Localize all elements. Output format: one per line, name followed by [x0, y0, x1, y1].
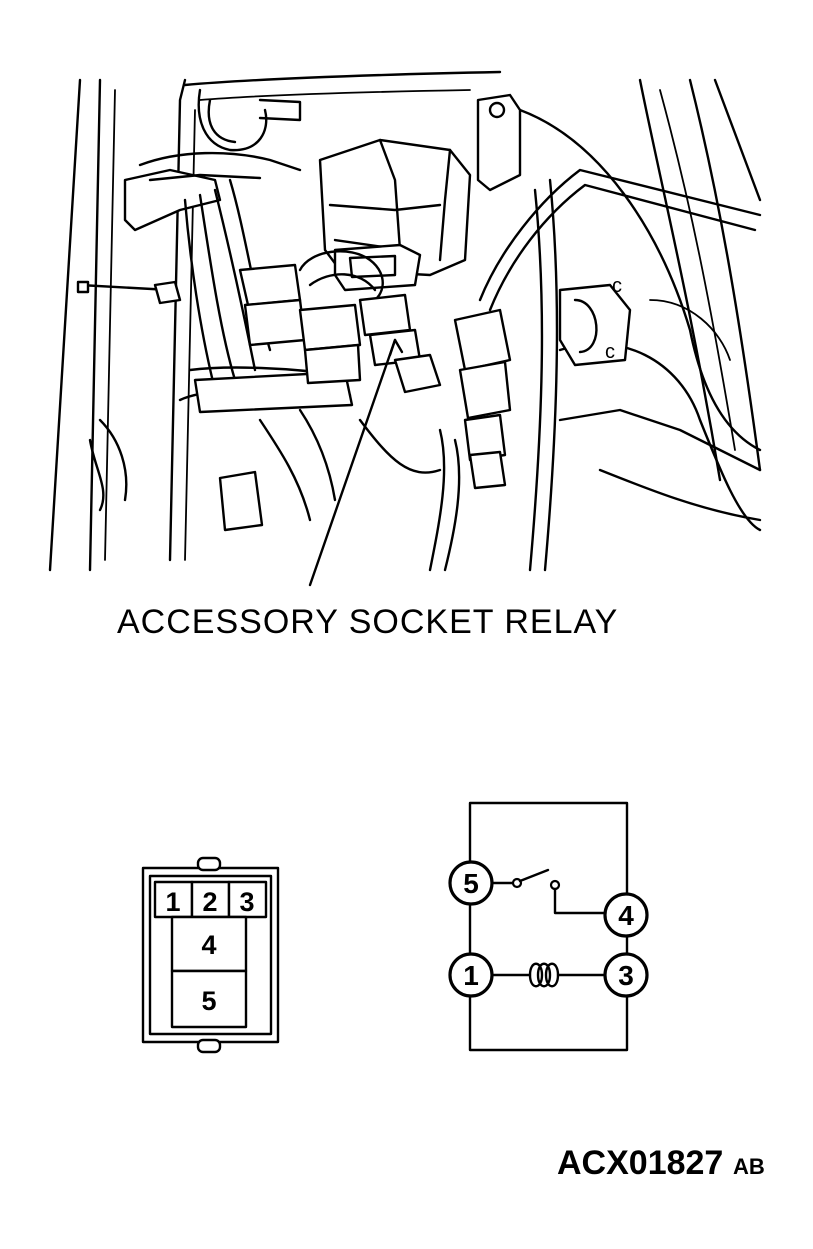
svg-text:c: c [605, 341, 615, 363]
coil-winding [528, 962, 544, 988]
relay-circuit-schematic [448, 801, 649, 1052]
connector-pin-4: 4 [201, 930, 216, 960]
svg-text:c: c [612, 275, 622, 297]
terminal-4-circle [603, 892, 649, 938]
terminal-1-label: 1 [463, 960, 479, 991]
terminal-5-label: 5 [463, 868, 479, 899]
illustration-caption: ACCESSORY SOCKET RELAY [117, 603, 618, 641]
terminal-5-circle [448, 860, 494, 906]
vehicle-illustration: c c [48, 70, 762, 587]
terminal-1-circle [448, 952, 494, 998]
connector-pin-3: 3 [239, 887, 254, 917]
figure-code-suffix: AB [733, 1154, 765, 1179]
terminal-4-label: 4 [618, 900, 634, 931]
relay-connector-pinout [141, 856, 280, 1054]
figure-code: ACX01827 [557, 1144, 723, 1182]
connector-pin-2: 2 [202, 887, 217, 917]
terminal-3-circle [603, 952, 649, 998]
switch-blade [518, 868, 550, 883]
connector-pin-5: 5 [201, 986, 216, 1016]
terminal-3-label: 3 [618, 960, 634, 991]
connector-pin-1: 1 [165, 887, 180, 917]
